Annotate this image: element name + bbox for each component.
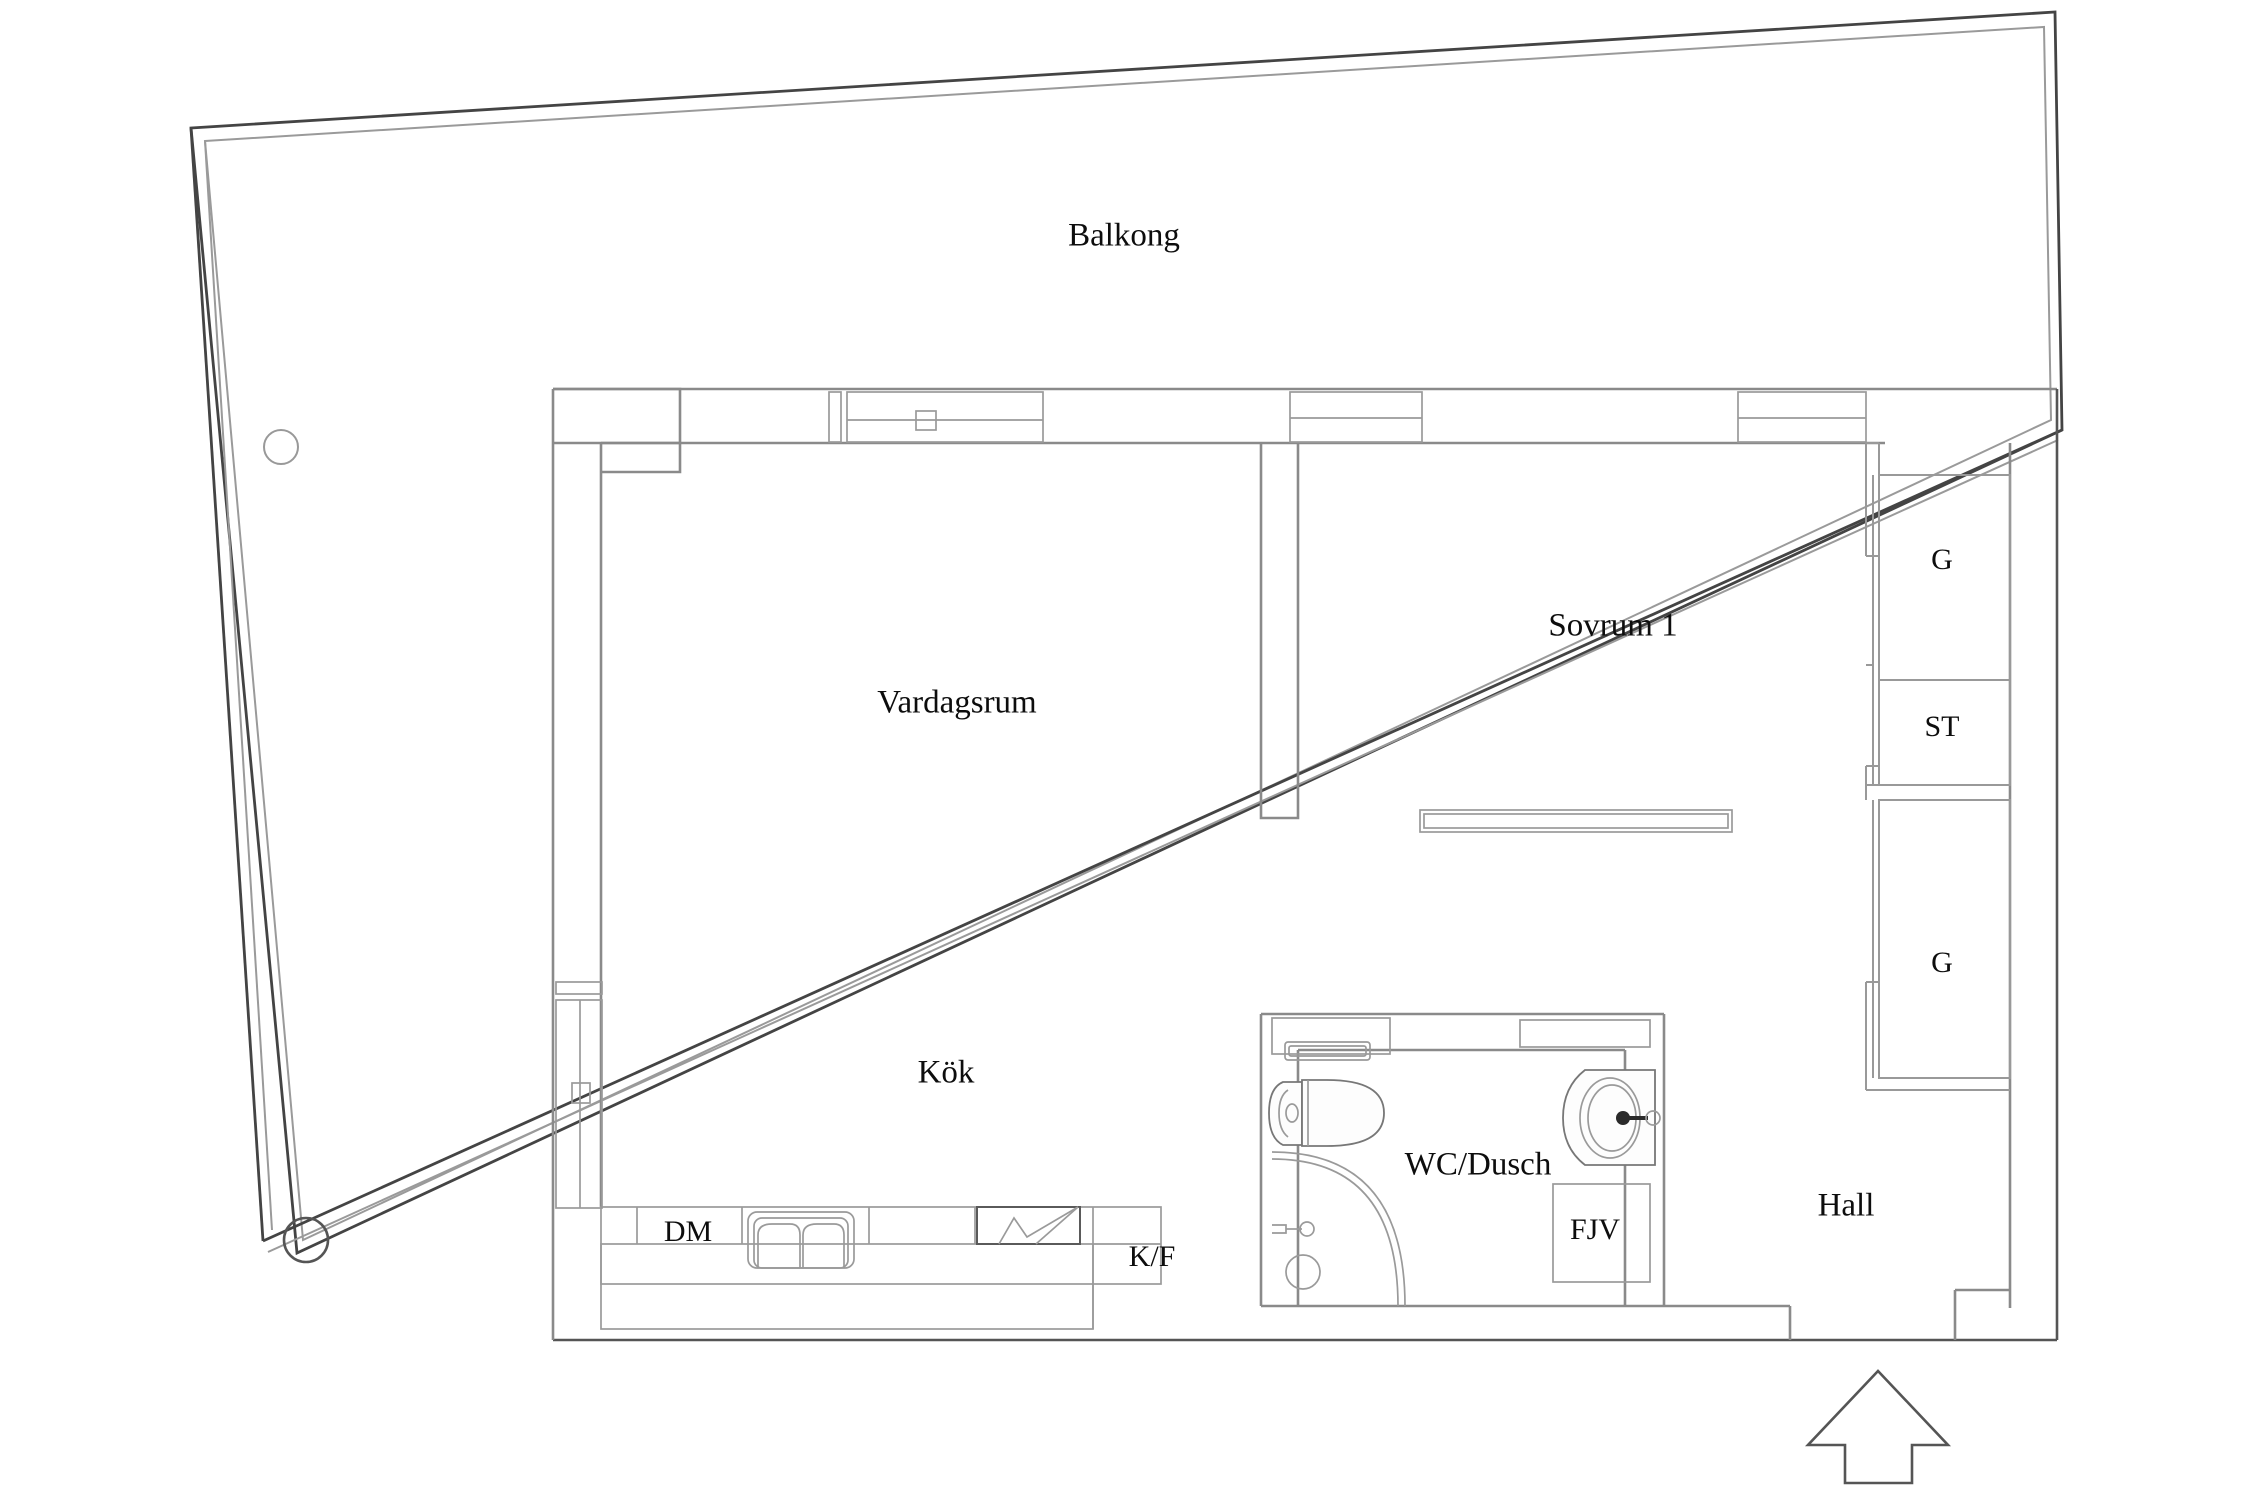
balcony-outline xyxy=(189,10,2064,1256)
appliance-label-dm: DM xyxy=(664,1215,712,1248)
bedroom-radiator xyxy=(1419,809,1733,833)
appliance-label-fjv: FJV xyxy=(1570,1213,1620,1246)
toilet-shelf xyxy=(1271,1017,1391,1061)
closet-block-middle[interactable] xyxy=(1866,664,2011,786)
washbasin-icon xyxy=(1519,1019,1661,1166)
room-label-balkong: Balkong xyxy=(1068,218,1180,254)
closet-label-g-bottom: G xyxy=(1931,946,1953,979)
appliance-label-kf: K/F xyxy=(1129,1240,1176,1273)
kitchen-counter-run xyxy=(600,1206,1162,1330)
stove-icon xyxy=(976,1206,1081,1245)
closet-label-g-top: G xyxy=(1931,543,1953,576)
closet-block-bottom[interactable] xyxy=(1865,765,2011,1091)
closet-label-st: ST xyxy=(1924,710,1959,743)
balcony-door-top[interactable] xyxy=(828,391,1044,443)
kitchen-sink-icon xyxy=(747,1211,855,1269)
shower-icon xyxy=(1271,1151,1406,1307)
toilet-icon xyxy=(1268,1079,1385,1147)
bedroom-window-left xyxy=(1289,391,1423,443)
living-room-corner-notch xyxy=(553,387,682,474)
balcony-post-small-icon xyxy=(263,429,299,465)
room-label-sovrum1: Sovrum 1 xyxy=(1548,608,1677,644)
fjv-box xyxy=(1552,1183,1651,1283)
balcony-post-large-icon xyxy=(282,1216,330,1264)
hall-entry-jamb xyxy=(1664,1288,2010,1340)
balcony-door-left[interactable] xyxy=(555,981,603,1209)
room-label-vardagsrum: Vardagsrum xyxy=(877,685,1037,721)
wall-living-bedroom xyxy=(1259,443,1300,820)
bedroom-window-right xyxy=(1737,391,1867,443)
room-label-hall: Hall xyxy=(1818,1188,1875,1224)
entrance-arrow-icon xyxy=(1804,1369,1952,1485)
room-label-kok: Kök xyxy=(918,1055,975,1091)
room-label-wc-dusch: WC/Dusch xyxy=(1405,1147,1552,1183)
